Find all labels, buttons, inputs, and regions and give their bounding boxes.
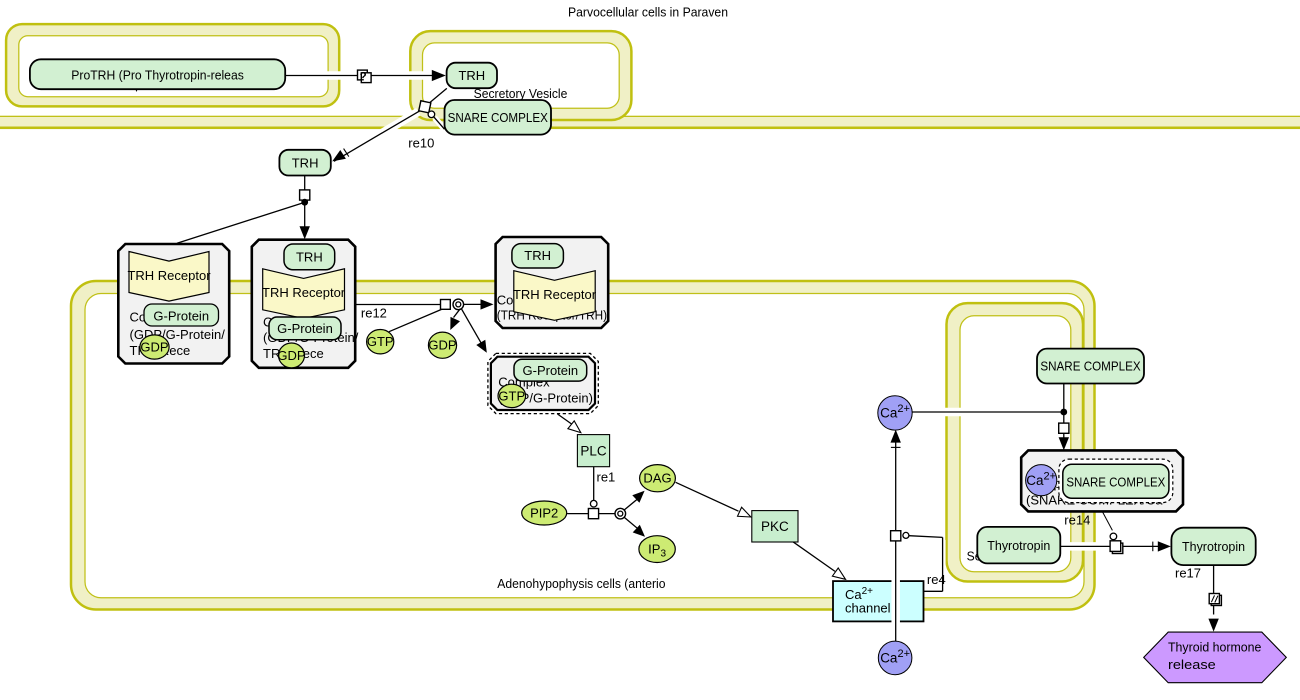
svg-text:DAG: DAG — [643, 471, 671, 486]
svg-text:TRH Receptor: TRH Receptor — [262, 285, 346, 300]
svg-text:PLC: PLC — [580, 443, 607, 458]
svg-text:GDP: GDP — [277, 348, 305, 363]
svg-text:GTP: GTP — [367, 334, 394, 349]
svg-text:G-Protein: G-Protein — [153, 309, 209, 324]
svg-text:PKC: PKC — [761, 519, 789, 534]
svg-text:PIP2: PIP2 — [530, 506, 558, 521]
svg-text:Parvocellular cells in Paraven: Parvocellular cells in Paraven — [568, 5, 728, 20]
svg-text:Thyrotropin: Thyrotropin — [987, 538, 1050, 553]
svg-text:TRH: TRH — [458, 68, 485, 83]
svg-text:TRH Receptor: TRH Receptor — [513, 287, 597, 302]
svg-text:G-Protein: G-Protein — [523, 363, 579, 378]
svg-text:re12: re12 — [361, 305, 387, 320]
svg-text:re17: re17 — [1175, 565, 1201, 580]
svg-text:SNARE COMPLEX: SNARE COMPLEX — [1040, 359, 1141, 374]
svg-text:Secretory Vesicle: Secretory Vesicle — [474, 86, 568, 101]
svg-text:Adenohypophysis cells (anterio: Adenohypophysis cells (anterio — [497, 576, 665, 591]
svg-text:re10: re10 — [408, 135, 434, 150]
svg-text:GDP: GDP — [140, 340, 168, 355]
svg-text:re1: re1 — [597, 470, 616, 485]
svg-text:release: release — [1168, 657, 1216, 672]
svg-text:GTP: GTP — [498, 388, 525, 403]
svg-text:TRH Receptor: TRH Receptor — [127, 268, 211, 283]
svg-text:re14: re14 — [1064, 513, 1090, 528]
svg-text:re4: re4 — [927, 572, 946, 587]
svg-text:SNARE COMPLEX: SNARE COMPLEX — [1066, 474, 1165, 489]
svg-text:Thyrotropin: Thyrotropin — [1182, 539, 1245, 554]
svg-text:GDP: GDP — [428, 338, 456, 353]
svg-text:ProTRH (Pro Thyrotropin-releas: ProTRH (Pro Thyrotropin-releas — [71, 67, 244, 82]
svg-text:TRH: TRH — [292, 155, 319, 170]
svg-text:SNARE COMPLEX: SNARE COMPLEX — [448, 110, 549, 125]
svg-text:G-Protein: G-Protein — [277, 321, 333, 336]
svg-text:TRH: TRH — [296, 249, 323, 264]
svg-text:TRH: TRH — [524, 248, 551, 263]
svg-text:?: ? — [360, 72, 367, 84]
svg-text:channel: channel — [845, 601, 891, 616]
svg-text:Thyroid hormone: Thyroid hormone — [1168, 640, 1261, 655]
